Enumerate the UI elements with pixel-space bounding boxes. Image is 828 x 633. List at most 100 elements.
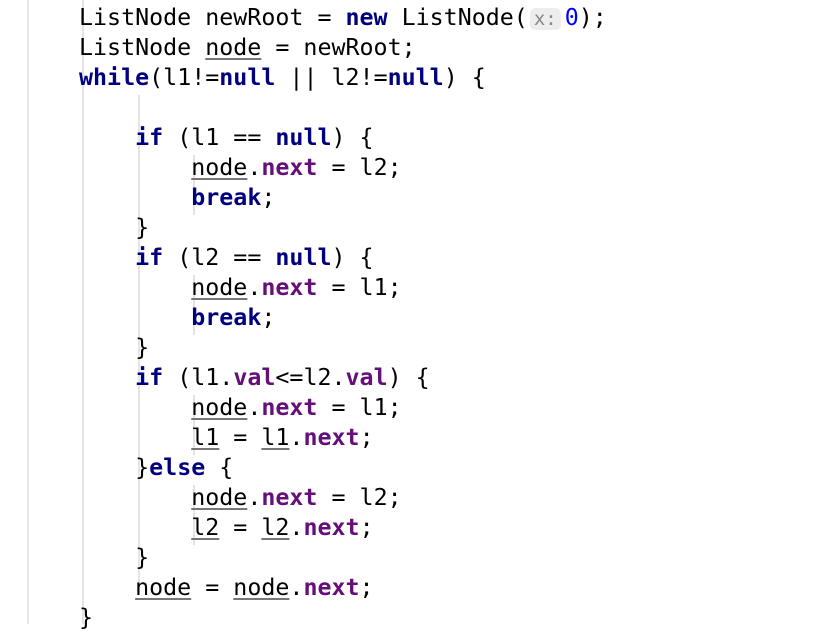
- code-token: ;: [261, 184, 276, 211]
- code-token: .: [247, 274, 262, 301]
- code-token: (l1.: [163, 364, 234, 391]
- code-token: node: [191, 274, 248, 301]
- code-token: [79, 574, 135, 601]
- code-line[interactable]: node = node.next;: [79, 573, 607, 603]
- code-token: <=l2.: [275, 364, 346, 391]
- code-token: .: [289, 574, 304, 601]
- code-token: }: [79, 454, 150, 481]
- code-token: }: [79, 334, 150, 361]
- code-line[interactable]: node.next = l2;: [79, 483, 607, 513]
- code-token: null: [275, 244, 332, 271]
- code-line[interactable]: }else {: [79, 453, 607, 483]
- code-line[interactable]: l2 = l2.next;: [79, 513, 607, 543]
- code-token: ) {: [331, 124, 374, 151]
- code-token: }: [79, 604, 94, 631]
- code-line[interactable]: break;: [79, 183, 607, 213]
- code-token: = l1;: [317, 274, 402, 301]
- code-token: if: [135, 244, 164, 271]
- code-token: ) {: [331, 244, 374, 271]
- code-token: next: [261, 394, 318, 421]
- code-token: .: [289, 424, 304, 451]
- code-line[interactable]: node.next = l2;: [79, 153, 607, 183]
- code-token: ListNode: [79, 34, 206, 61]
- code-token: node: [191, 484, 248, 511]
- indent-guide-if-1: [193, 155, 195, 215]
- code-token: .: [289, 514, 304, 541]
- code-token: null: [387, 64, 444, 91]
- code-token: =: [219, 514, 262, 541]
- code-token: l2: [191, 514, 220, 541]
- code-line[interactable]: }: [79, 333, 607, 363]
- code-token: }: [79, 544, 150, 571]
- code-token: val: [345, 364, 388, 391]
- code-token: (l2 ==: [163, 244, 276, 271]
- indent-guide-method: [82, 0, 84, 624]
- code-token: }: [79, 214, 150, 241]
- code-token: [79, 514, 191, 541]
- code-token: .: [247, 484, 262, 511]
- code-token: [79, 244, 135, 271]
- code-line[interactable]: break;: [79, 303, 607, 333]
- code-token: next: [303, 574, 360, 601]
- code-line[interactable]: }: [79, 543, 607, 573]
- code-token: (l1!=: [149, 64, 220, 91]
- code-line[interactable]: if (l1 == null) {: [79, 123, 607, 153]
- code-token: [79, 364, 135, 391]
- code-token: [79, 154, 191, 181]
- code-token: .: [247, 394, 262, 421]
- code-token: = newRoot;: [261, 34, 416, 61]
- code-line[interactable]: l1 = l1.next;: [79, 423, 607, 453]
- code-line[interactable]: if (l2 == null) {: [79, 243, 607, 273]
- code-token: [79, 304, 191, 331]
- code-editor[interactable]: ListNode newRoot = new ListNode(x:0);Lis…: [79, 3, 607, 633]
- code-token: ) {: [443, 64, 486, 91]
- code-token: break: [191, 304, 262, 331]
- code-token: ;: [359, 574, 374, 601]
- code-token: [79, 274, 191, 301]
- code-token: {: [205, 454, 234, 481]
- code-token: null: [275, 124, 332, 151]
- indent-guide-if-2: [193, 275, 195, 335]
- code-line[interactable]: ListNode node = newRoot;: [79, 33, 607, 63]
- code-token: = l2;: [317, 154, 402, 181]
- code-token: node: [191, 154, 248, 181]
- code-token: node: [191, 394, 248, 421]
- code-token: break: [191, 184, 262, 211]
- code-token: [79, 394, 191, 421]
- code-token: .: [247, 154, 262, 181]
- code-token: node: [135, 574, 192, 601]
- code-token: if: [135, 124, 164, 151]
- code-token: [79, 424, 191, 451]
- code-line[interactable]: ListNode newRoot = new ListNode(x:0);: [79, 3, 607, 33]
- code-token: node: [205, 34, 262, 61]
- code-token: else: [149, 454, 206, 481]
- code-token: next: [261, 484, 318, 511]
- code-token: l1: [191, 424, 220, 451]
- code-token: null: [219, 64, 276, 91]
- code-token: next: [303, 424, 360, 451]
- code-token: ListNode(: [387, 4, 528, 31]
- code-token: ;: [261, 304, 276, 331]
- indent-guide-if-3: [193, 395, 195, 455]
- code-token: ) {: [387, 364, 430, 391]
- code-token: next: [303, 514, 360, 541]
- code-line[interactable]: while(l1!=null || l2!=null) {: [79, 63, 607, 93]
- code-line[interactable]: [79, 93, 607, 123]
- code-line[interactable]: }: [79, 603, 607, 633]
- code-line[interactable]: node.next = l1;: [79, 393, 607, 423]
- code-token: [79, 124, 135, 151]
- code-token: new: [345, 4, 388, 31]
- code-token: [79, 184, 191, 211]
- code-line[interactable]: node.next = l1;: [79, 273, 607, 303]
- code-token: );: [578, 4, 607, 31]
- code-line[interactable]: if (l1.val<=l2.val) {: [79, 363, 607, 393]
- indent-guide-else: [193, 485, 195, 545]
- code-token: while: [79, 64, 150, 91]
- code-token: || l2!=: [275, 64, 388, 91]
- code-token: = l2;: [317, 484, 402, 511]
- editor-left-border: [27, 0, 29, 624]
- code-token: next: [261, 274, 318, 301]
- code-token: =: [191, 574, 234, 601]
- code-token: next: [261, 154, 318, 181]
- code-line[interactable]: }: [79, 213, 607, 243]
